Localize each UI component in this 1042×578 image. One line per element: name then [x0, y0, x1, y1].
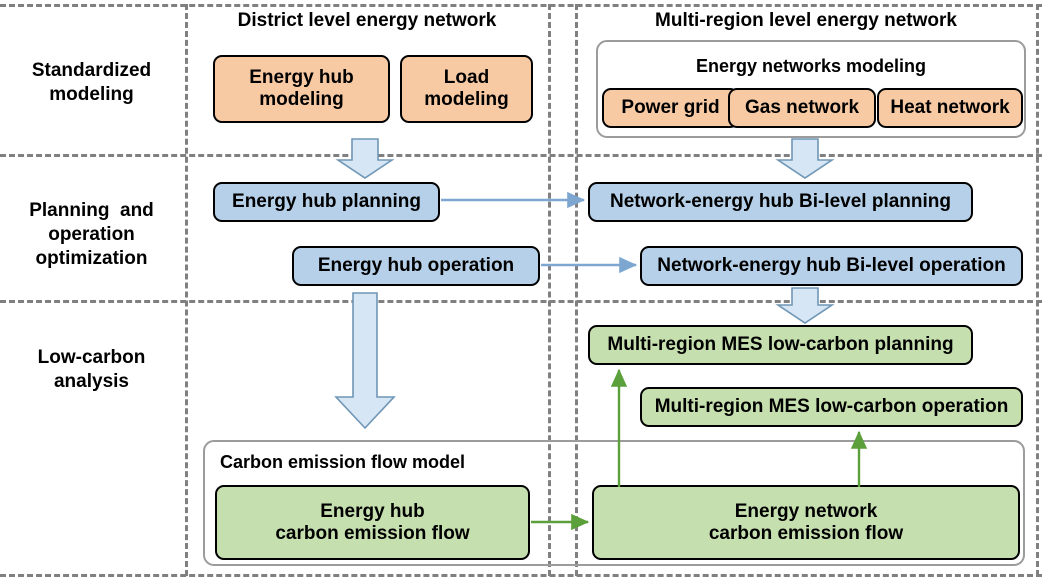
group-title-energy-networks-modeling: Energy networks modeling	[695, 56, 927, 76]
divider-horizontal-row2-row3	[0, 300, 1042, 303]
panel-title-multiregion: Multi-region level energy network	[655, 10, 957, 31]
divider-vertical-left-panel-start	[185, 4, 188, 576]
node-mes-low-carbon-operation[interactable]: Multi-region MES low-carbon operation	[640, 387, 1023, 427]
divider-vertical-left-panel-end	[548, 4, 551, 576]
block-arrow-modeling-to-planning-right	[775, 138, 835, 179]
group-energy-networks-modeling	[596, 40, 1026, 138]
panel-title-district: District level energy network	[237, 10, 497, 31]
block-arrow-planning-to-lowcarbon-left	[334, 292, 396, 430]
node-power-grid[interactable]: Power grid	[602, 88, 739, 128]
node-heat-network[interactable]: Heat network	[877, 88, 1023, 128]
node-energy-hub-planning[interactable]: Energy hub planning	[213, 182, 440, 222]
node-mes-low-carbon-planning[interactable]: Multi-region MES low-carbon planning	[588, 325, 973, 365]
block-arrow-planning-to-lowcarbon-right	[775, 287, 835, 324]
block-arrow-modeling-to-planning-left	[335, 138, 395, 179]
node-network-energy-hub-bilevel-planning[interactable]: Network-energy hub Bi-level planning	[588, 182, 973, 222]
group-title-carbon-emission-flow-model: Carbon emission flow model	[220, 452, 466, 472]
divider-vertical-right-panel-start	[575, 4, 578, 576]
group-carbon-emission-flow-model	[203, 440, 1025, 566]
node-energy-hub-operation[interactable]: Energy hub operation	[292, 246, 540, 286]
node-gas-network[interactable]: Gas network	[728, 88, 876, 128]
divider-horizontal-top	[0, 4, 1042, 7]
divider-horizontal-bottom	[0, 574, 1042, 577]
divider-vertical-right-panel-end	[1036, 4, 1039, 576]
divider-horizontal-row1-row2	[0, 154, 1042, 157]
node-network-energy-hub-bilevel-operation[interactable]: Network-energy hub Bi-level operation	[640, 246, 1023, 286]
